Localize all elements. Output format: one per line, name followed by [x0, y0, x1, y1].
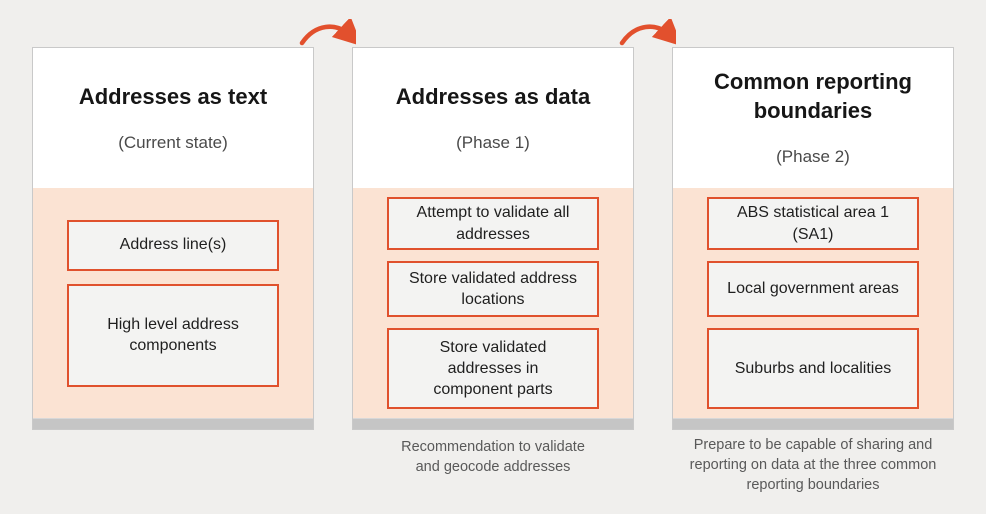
curved-right-arrow-icon — [619, 19, 676, 47]
card-subtitle: (Phase 2) — [776, 147, 850, 167]
card-body: Address line(s) High level address compo… — [33, 188, 313, 418]
card-subtitle: (Phase 1) — [456, 133, 530, 153]
box-suburbs-and-localities: Suburbs and localities — [707, 328, 919, 409]
card-header: Addresses as text (Current state) — [33, 48, 313, 188]
card-addresses-as-text: Addresses as text (Current state) Addres… — [32, 47, 314, 430]
box-local-government-areas: Local government areas — [707, 261, 919, 317]
card-footer-strip — [33, 418, 313, 429]
box-abs-statistical-area: ABS statistical area 1 (SA1) — [707, 197, 919, 250]
card-footer-strip — [353, 418, 633, 429]
box-address-lines: Address line(s) — [67, 219, 279, 271]
caption-phase-1: Recommendation to validate and geocode a… — [401, 439, 585, 475]
card-header: Common reporting boundaries (Phase 2) — [673, 48, 953, 188]
card-subtitle: (Current state) — [118, 133, 228, 153]
box-high-level-address-components: High level address components — [67, 283, 279, 387]
caption-phase-2: Prepare to be capable of sharing and rep… — [689, 437, 937, 493]
card-title: Addresses as data — [395, 83, 591, 109]
card-body: Attempt to validate all addresses Store … — [353, 188, 633, 418]
curved-right-arrow-icon — [299, 19, 356, 47]
box-store-validated-locations: Store validated address locations — [387, 261, 599, 317]
card-addresses-as-data: Addresses as data (Phase 1) Attempt to v… — [352, 47, 634, 430]
card-common-reporting-boundaries: Common reporting boundaries (Phase 2) AB… — [672, 47, 954, 430]
box-store-component-parts: Store validated addresses in component p… — [387, 328, 599, 409]
card-footer-strip — [673, 418, 953, 429]
card-title: Common reporting boundaries — [714, 69, 912, 123]
box-attempt-validate-addresses: Attempt to validate all addresses — [387, 197, 599, 250]
card-header: Addresses as data (Phase 1) — [353, 48, 633, 188]
card-body: ABS statistical area 1 (SA1) Local gover… — [673, 188, 953, 418]
card-title: Addresses as text — [78, 83, 268, 109]
